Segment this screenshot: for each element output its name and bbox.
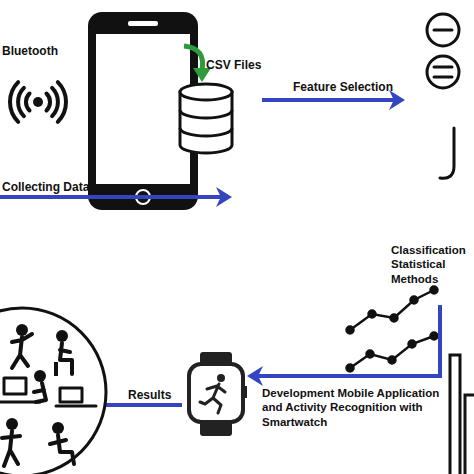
node-text: CSV Files [206,58,276,73]
equal-sign [434,66,452,69]
hook-symbol [440,128,454,178]
runner-head [217,374,225,382]
database-icon [180,84,232,153]
monitor [4,378,26,394]
monitor [60,388,82,402]
process-node: Bluetooth [0,40,82,197]
signal-wave [47,94,51,111]
arrow-line [0,195,224,199]
chart-dot [409,341,416,348]
process-node: CSV Files [232,55,262,205]
edge-label: Collecting Data [2,180,89,194]
process-node: Development Mobile Application and Activ… [185,352,247,440]
chart-dot [347,365,354,372]
database-band [180,110,232,118]
people-outline [0,308,106,474]
chart-dot [431,333,438,340]
watch-face [189,364,243,422]
equal-sign [434,76,452,79]
arrow-head [216,187,232,207]
database-band [180,128,232,136]
people-circle [0,308,106,474]
person-head [6,418,18,430]
chart-dot [389,357,396,364]
desk [56,405,96,408]
person-body [50,435,74,464]
person-head [56,330,68,342]
person-head [34,370,46,382]
bar-chart [450,355,474,474]
person-body [60,343,72,374]
person-body [2,431,20,466]
feature-icons [427,14,459,178]
chart-dot [369,311,376,318]
bluetooth-icon [10,82,66,122]
chart-line [350,290,434,330]
person-head [16,324,28,336]
person-head [52,422,64,434]
signal-wave [58,82,66,122]
arrow-line [262,98,397,102]
database-top [180,84,232,100]
arrow-caption: Results [128,388,171,402]
signal-wave [10,82,18,122]
chart-dot [431,287,438,294]
edge-label: Feature Selection [293,80,393,94]
smartwatch-icon [189,352,247,436]
line-chart [347,287,438,372]
flow-arrow [247,305,440,386]
save-arrow-line [184,46,203,70]
chair [54,362,58,376]
signal-dot [33,97,43,107]
signal-wave [18,88,24,116]
signal-wave [52,88,58,116]
process-node: Classification Statistical Methods [405,0,474,305]
minus-sign [434,29,452,32]
minus-circle [427,14,459,46]
chart-dot [411,297,418,304]
chart-dot [347,327,354,334]
chart-line [350,336,434,368]
node-text: Development Mobile Application and Activ… [262,386,452,429]
watch-crown [243,386,247,398]
equal-circle [427,56,459,88]
person-body [34,383,46,402]
chart-dot [367,351,374,358]
node-text: Bluetooth [2,44,80,59]
phone-speaker [128,21,158,26]
arrow-line [255,305,440,376]
arrow-head [247,366,263,386]
chart-bar [450,355,460,474]
people-figures [0,324,96,466]
chart-bar [465,395,474,474]
runner-body [200,384,225,413]
chart-dot [391,315,398,322]
signal-wave [26,94,30,111]
node-text: Classification Statistical Methods [391,243,474,286]
phone-screen [96,34,190,184]
person-body [12,334,32,368]
